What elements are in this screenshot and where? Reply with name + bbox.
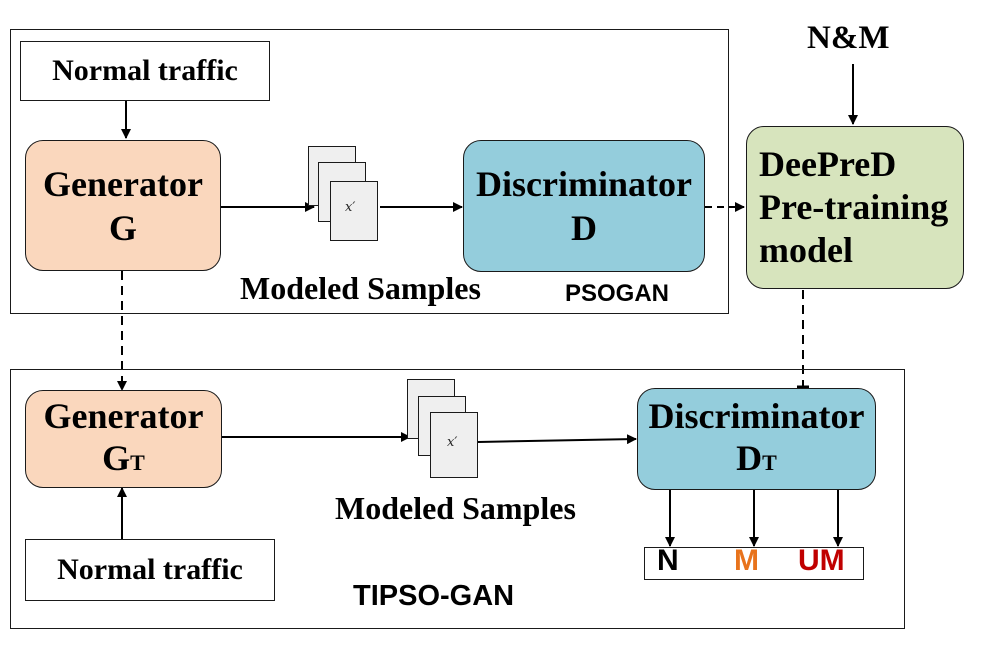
discriminator-t-node: Discriminator DT [637, 388, 876, 490]
discriminator-node: Discriminator D [463, 140, 705, 272]
psogan-frame [10, 29, 729, 314]
modeled-samples-label-top: Modeled Samples [240, 270, 481, 306]
pretraining-model-node: DeePreD Pre-training model [746, 126, 964, 289]
discriminator-t-title: Discriminator [648, 395, 865, 436]
normal-traffic-input-bottom: Normal traffic [25, 539, 275, 601]
output-malicious: M [734, 544, 759, 577]
normal-traffic-label: Normal traffic [57, 553, 243, 586]
sample-page [330, 181, 378, 241]
sample-variable-label: x′ [447, 435, 458, 450]
output-unknown-malicious: UM [798, 544, 845, 577]
generator-t-symbol: GT [102, 437, 145, 478]
sample-variable-label: x′ [345, 200, 356, 215]
normal-traffic-label: Normal traffic [52, 54, 238, 87]
tipsogan-label: TIPSO-GAN [353, 580, 515, 612]
output-classes-box [644, 547, 864, 580]
generator-title: Generator [43, 163, 203, 204]
pretrain-line-2: Pre-training [759, 187, 949, 227]
generator-t-subscript: T [130, 449, 145, 475]
generator-t-node: Generator GT [25, 390, 222, 488]
generator-t-title: Generator [43, 395, 204, 436]
normal-traffic-input-top: Normal traffic [20, 41, 270, 101]
nm-label: N&M [807, 20, 890, 56]
output-normal: N [657, 544, 679, 577]
pretrain-line-1: DeePreD [759, 144, 897, 184]
sample-page [430, 412, 478, 478]
generator-symbol: G [108, 207, 137, 248]
pretrain-line-3: model [759, 230, 853, 270]
discriminator-t-subscript: T [762, 449, 777, 475]
modeled-samples-label-bottom: Modeled Samples [335, 490, 576, 526]
generator-node: Generator G [25, 140, 221, 271]
discriminator-t-symbol: DT [736, 437, 777, 478]
tipsogan-frame [10, 369, 905, 629]
discriminator-title: Discriminator [476, 164, 692, 204]
arrow-samples-to-discriminator-t [477, 434, 637, 445]
discriminator-symbol: D [571, 208, 597, 248]
psogan-label: PSOGAN [565, 280, 670, 307]
